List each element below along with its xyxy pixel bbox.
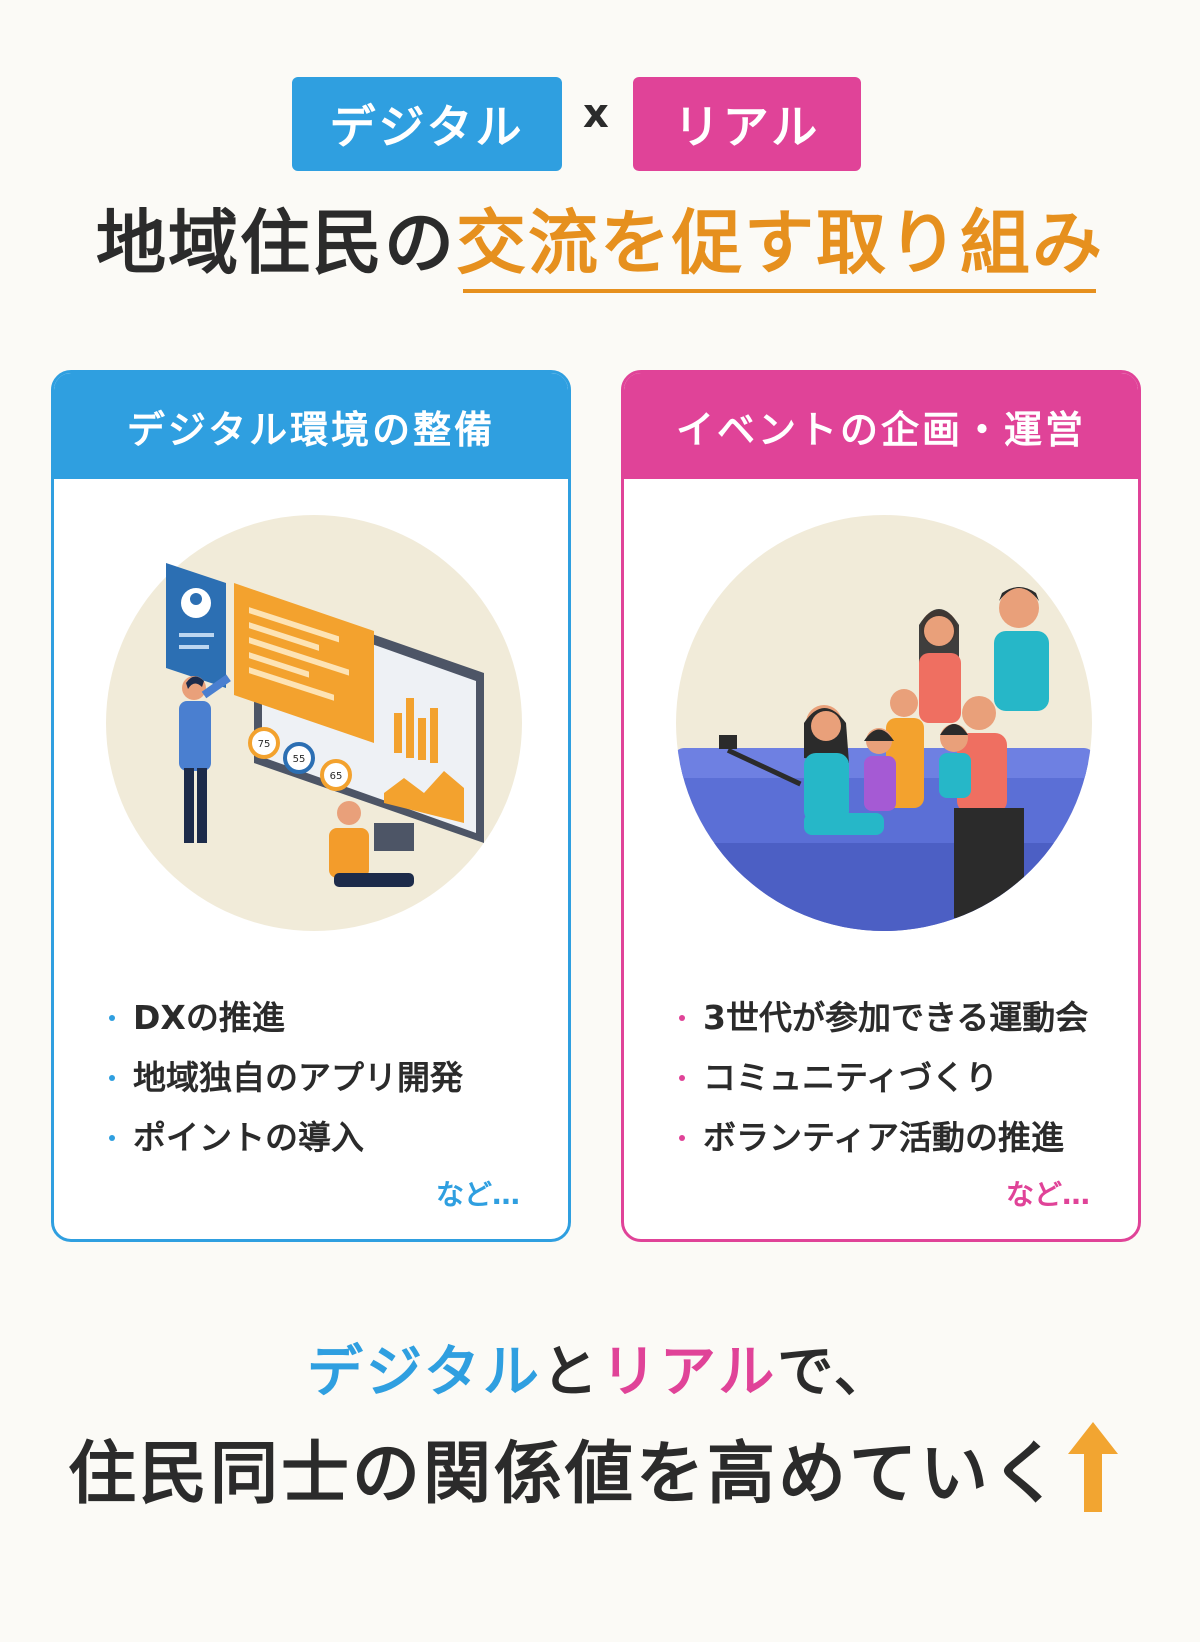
gauge-3-label: 65	[330, 771, 343, 782]
slogan-line-2: 住民同士の関係値を高めていく	[68, 1435, 1063, 1514]
headline-underline	[463, 289, 1096, 293]
card-digital: デジタル環境の整備 75	[51, 370, 571, 1242]
bullet-dot-icon	[109, 1075, 115, 1081]
tag-real: リアル	[633, 77, 861, 171]
headline: 地域住民の交流を促す取り組み	[0, 198, 1200, 288]
card-event-etc: など…	[1005, 1178, 1090, 1211]
bullet-dot-icon	[679, 1135, 685, 1141]
list-item: 3世代が参加できる運動会	[679, 988, 1088, 1048]
bullet-dot-icon	[679, 1015, 685, 1021]
dashboard-illustration: 75 55 65	[106, 515, 522, 931]
list-item-label: ボランティア活動の推進	[703, 1118, 1065, 1157]
list-item-label: コミュニティづくり	[703, 1058, 999, 1097]
list-item: 地域独自のアプリ開発	[109, 1048, 463, 1108]
slogan-line-1: デジタルとリアルで、	[0, 1338, 1200, 1408]
slogan-de: で、	[777, 1340, 894, 1405]
slogan-to: と	[541, 1340, 601, 1405]
card-digital-etc: など…	[435, 1178, 520, 1211]
headline-accent: 交流を促す取り組み	[456, 202, 1104, 284]
gauge-group: 75 55 65	[248, 727, 352, 791]
tag-digital: デジタル	[292, 77, 562, 171]
bullet-dot-icon	[109, 1135, 115, 1141]
list-item-label: DXの推進	[133, 998, 285, 1037]
bullet-dot-icon	[679, 1075, 685, 1081]
gauge-2-label: 55	[293, 754, 306, 765]
up-arrow-icon	[1068, 1422, 1118, 1512]
title-tags: デジタル x リアル	[0, 77, 1200, 171]
list-item-label: 3世代が参加できる運動会	[703, 998, 1089, 1037]
card-event-header: イベントの企画・運営	[624, 373, 1138, 479]
family-selfie-illustration	[676, 515, 1092, 931]
card-digital-items: DXの推進 地域独自のアプリ開発 ポイントの導入	[109, 988, 463, 1168]
bullet-dot-icon	[109, 1015, 115, 1021]
card-event: イベントの企画・運営	[621, 370, 1141, 1242]
list-item: コミュニティづくり	[679, 1048, 1088, 1108]
list-item: ポイントの導入	[109, 1108, 463, 1168]
slogan-real: リアル	[600, 1340, 778, 1405]
list-item-label: 地域独自のアプリ開発	[133, 1058, 463, 1097]
list-item: ボランティア活動の推進	[679, 1108, 1088, 1168]
list-item: DXの推進	[109, 988, 463, 1048]
list-item-label: ポイントの導入	[133, 1118, 364, 1157]
card-digital-header: デジタル環境の整備	[54, 373, 568, 479]
card-event-items: 3世代が参加できる運動会 コミュニティづくり ボランティア活動の推進	[679, 988, 1088, 1168]
times-symbol: x	[583, 91, 609, 137]
gauge-1-label: 75	[258, 739, 271, 750]
headline-lead: 地域住民の	[96, 202, 456, 284]
slogan-digital: デジタル	[306, 1340, 542, 1405]
